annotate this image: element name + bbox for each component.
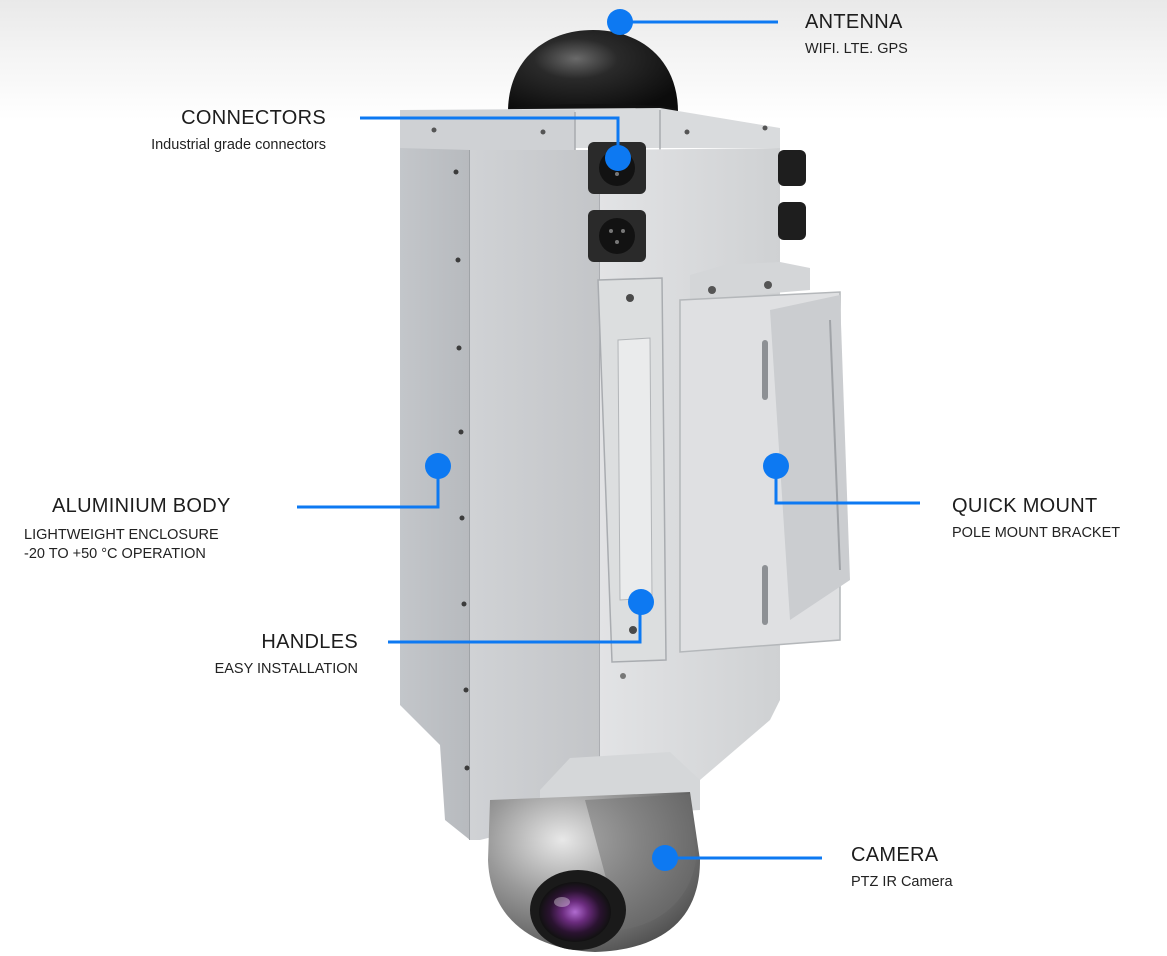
connectors-title: CONNECTORS — [181, 107, 326, 129]
mount-title: QUICK MOUNT — [952, 495, 1098, 517]
handles-title: HANDLES — [261, 631, 358, 653]
connectors-dot — [605, 145, 631, 171]
body-subtitle-1: LIGHTWEIGHT ENCLOSURE — [24, 527, 219, 543]
connectors-subtitle: Industrial grade connectors — [151, 137, 326, 153]
connectors-leader — [360, 116, 620, 158]
camera-callout: CAMERA PTZ IR Camera — [851, 843, 953, 892]
mount-subtitle: POLE MOUNT BRACKET — [952, 525, 1121, 541]
antenna-callout: ANTENNA WIFI. LTE. GPS — [805, 10, 908, 59]
antenna-title: ANTENNA — [805, 11, 903, 33]
antenna-subtitle: WIFI. LTE. GPS — [805, 41, 908, 57]
camera-dot — [652, 845, 678, 871]
pole-mount-bracket — [679, 262, 850, 653]
ptz-camera — [488, 792, 700, 952]
handles-callout: HANDLES EASY INSTALLATION — [120, 630, 358, 679]
enclosure-left-face — [400, 148, 470, 840]
camera-subtitle: PTZ IR Camera — [851, 874, 953, 890]
body-callout: ALUMINIUM BODY LIGHTWEIGHT ENCLOSURE -20… — [24, 494, 231, 564]
handles-subtitle: EASY INSTALLATION — [214, 661, 358, 677]
handles-dot — [628, 589, 654, 615]
body-subtitle-2: -20 TO +50 °C OPERATION — [24, 546, 206, 562]
camera-title: CAMERA — [851, 844, 939, 866]
handle — [597, 277, 667, 679]
connectors-callout: CONNECTORS Industrial grade connectors — [60, 106, 326, 155]
leader-lines — [297, 20, 920, 860]
enclosure-middle-face — [470, 150, 600, 840]
body-title: ALUMINIUM BODY — [52, 495, 231, 517]
body-dot — [425, 453, 451, 479]
mount-callout: QUICK MOUNT POLE MOUNT BRACKET — [952, 494, 1120, 543]
antenna-dot — [607, 9, 633, 35]
antenna-dome — [508, 30, 678, 116]
callout-dots — [425, 9, 789, 871]
body-leader — [297, 466, 440, 509]
mount-dot — [763, 453, 789, 479]
handles-leader — [388, 602, 642, 644]
